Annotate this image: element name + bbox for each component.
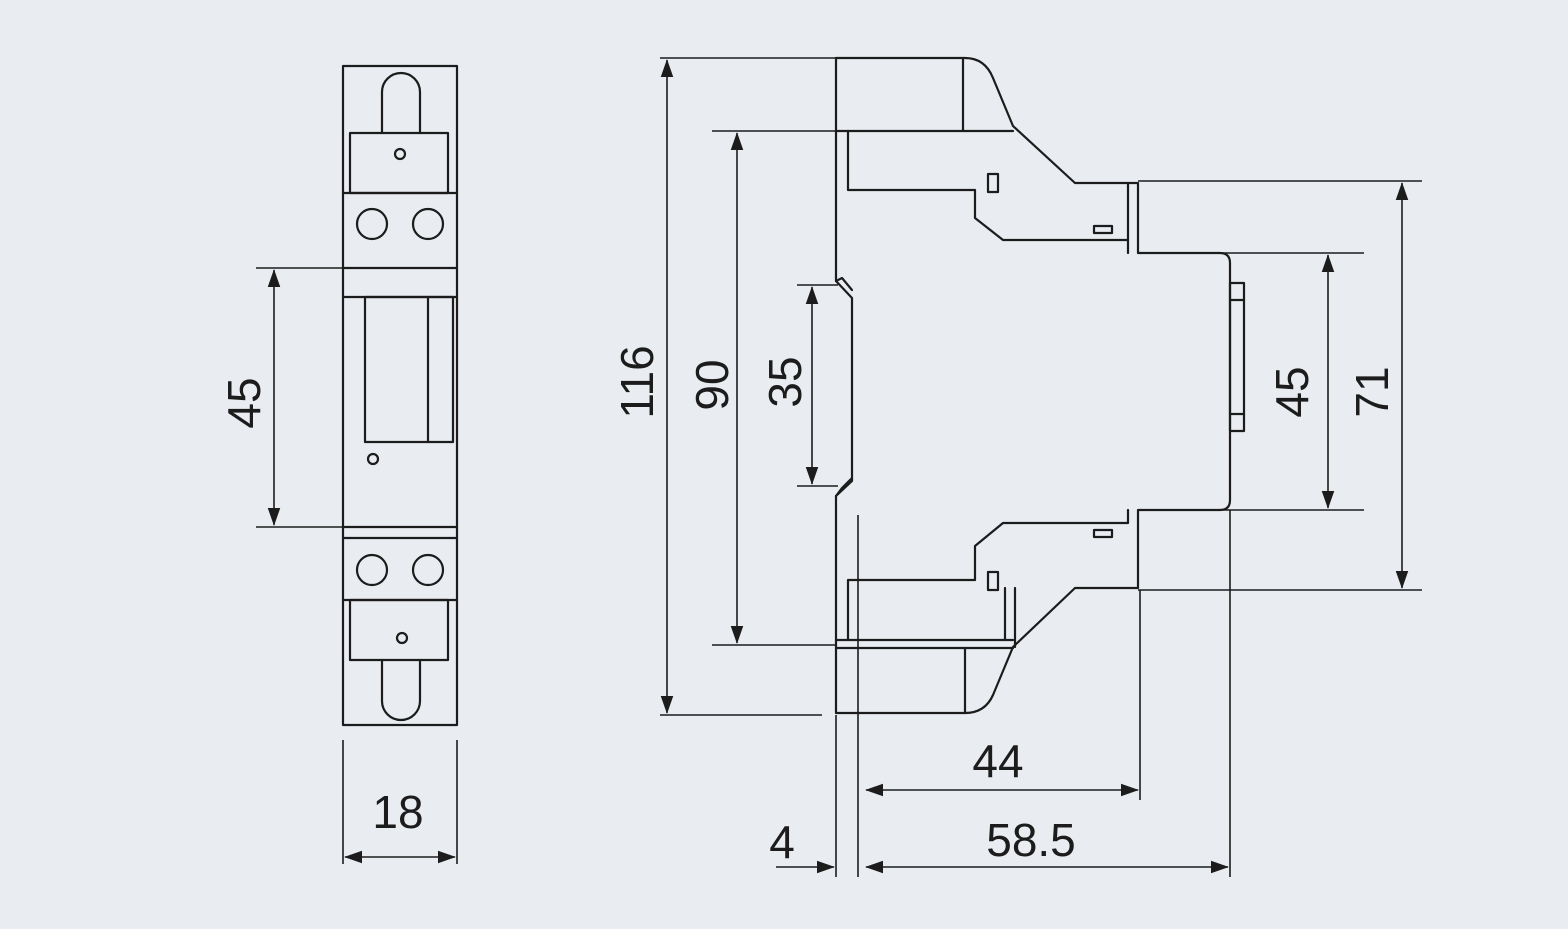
bottom-terminal-block — [348, 598, 450, 662]
dim-label-depth-total: 58.5 — [986, 814, 1076, 866]
dim-label-front-width: 18 — [372, 786, 423, 838]
bottom-hole-left — [355, 553, 389, 587]
top-hole-left — [355, 207, 389, 241]
front-view: 45 18 — [218, 64, 459, 864]
dim-label-depth-mid: 44 — [972, 735, 1023, 787]
front-outline — [341, 64, 459, 727]
bottom-latch-slot — [986, 570, 1000, 592]
top-latch-slot — [986, 172, 1000, 194]
top-terminal-screw-icon — [393, 147, 407, 161]
bottom-latch-tab — [1092, 528, 1114, 539]
dim-label-body-height: 90 — [686, 359, 738, 410]
dim-label-rail-offset: 4 — [769, 816, 795, 868]
side-view: 116 90 35 45 71 44 58.5 4 — [611, 56, 1422, 877]
dim-label-front-height: 45 — [218, 377, 270, 428]
top-hole-right — [411, 207, 445, 241]
indicator-led-icon — [366, 452, 380, 466]
top-terminal-block — [348, 131, 450, 195]
bottom-hole-right — [411, 553, 445, 587]
dim-label-front-face-height: 45 — [1266, 366, 1318, 417]
side-outline — [834, 56, 1232, 715]
bottom-terminal-screw-icon — [395, 631, 409, 645]
bottom-terminal-slot — [380, 658, 422, 722]
dim-label-rail: 35 — [759, 356, 811, 407]
dim-label-mid-height: 71 — [1346, 366, 1398, 417]
display-window — [363, 295, 455, 444]
top-terminal-slot — [380, 71, 422, 135]
top-latch-tab — [1092, 224, 1114, 235]
bottom-housing-step — [846, 508, 1130, 642]
rail-clip-bottom — [834, 476, 854, 498]
rail-clip-top — [834, 276, 854, 292]
dim-label-total-height: 116 — [611, 345, 663, 418]
front-face-grip — [1228, 281, 1246, 433]
